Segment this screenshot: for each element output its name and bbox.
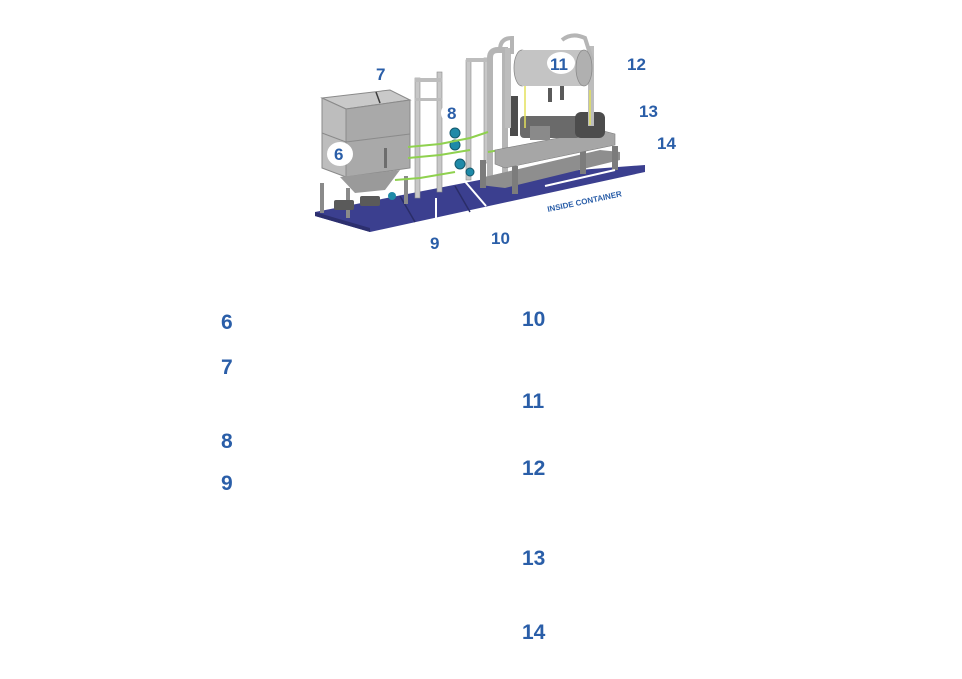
callout-6: 6 (334, 145, 343, 164)
callout-14: 14 (657, 134, 676, 153)
callout-13: 13 (639, 102, 658, 121)
legend-number-7: 7 (221, 356, 233, 379)
callout-12: 12 (627, 55, 646, 74)
legend-number-8: 8 (221, 430, 233, 453)
legend-number-14: 14 (522, 621, 546, 644)
callout-10: 10 (491, 229, 510, 248)
feed-pumps (334, 192, 396, 210)
legend-number-11: 11 (522, 390, 545, 413)
inside-container-label: INSIDE CONTAINER (547, 189, 623, 214)
legend-number-12: 12 (522, 457, 546, 480)
legend-number-6: 6 (221, 311, 233, 334)
callout-11: 11 (550, 55, 568, 74)
equipment-diagram: 6 7 8 9 10 11 12 13 14 INSIDE CONTAINER (315, 33, 676, 253)
base-skid (480, 129, 620, 194)
legend-number-9: 9 (221, 472, 233, 495)
callout-8: 8 (447, 104, 456, 123)
instrument-frame (414, 57, 490, 199)
legend-number-10: 10 (522, 308, 546, 331)
callout-9: 9 (430, 234, 439, 253)
accumulator-vessel (498, 33, 594, 128)
legend-number-13: 13 (522, 547, 546, 570)
callout-7: 7 (376, 65, 385, 84)
